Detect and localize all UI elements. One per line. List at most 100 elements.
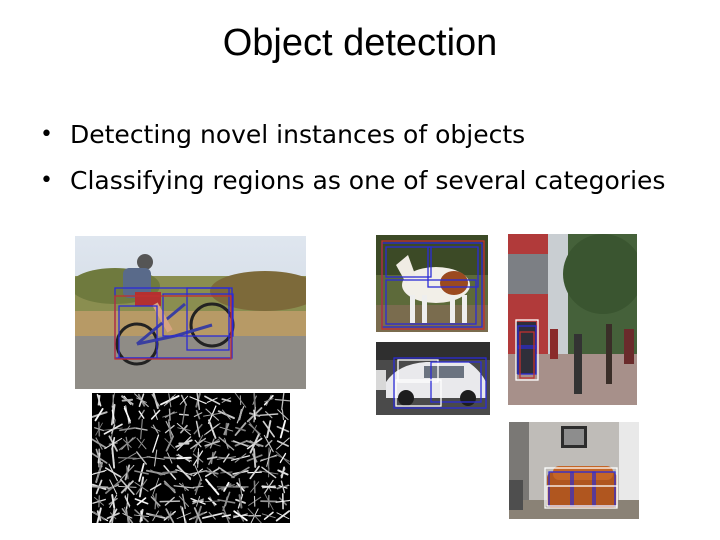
hog-cell-stroke [263,434,274,453]
hog-cell-stroke [259,413,279,417]
hog-cell-stroke [234,453,247,463]
hog-cell-stroke [163,456,177,460]
hog-cell-stroke [95,437,103,450]
hog-cell-stroke [205,478,220,496]
hog-cell-stroke [261,466,277,479]
hog-cell-stroke [189,396,207,405]
bullet-text: Detecting novel instances of objects [70,120,526,149]
hog-cell-stroke [193,463,203,482]
hog-cell-stroke [266,449,272,467]
hog-cell-stroke [277,409,289,421]
bullet-item: • Classifying regions as one of several … [40,158,665,204]
hog-cell-stroke [123,407,131,422]
hog-cell-stroke [218,466,235,479]
hog-cell-stroke [204,440,221,447]
hog-cell-stroke [138,410,145,419]
hog-cell-stroke [148,514,163,518]
hog-cell-stroke [161,469,179,476]
hog-cell-stroke [221,514,232,518]
horse-photo [376,235,488,332]
hog-cell-stroke [150,409,161,420]
bullet-text: Classifying regions as one of several ca… [70,166,666,195]
hog-cell-stroke [94,408,104,422]
hog-cell-stroke [261,485,277,489]
hog-cell-stroke [163,394,176,407]
slide-title: Object detection [222,22,498,64]
hog-cell-stroke [93,470,105,474]
hog-cell-stroke [222,491,231,512]
car-photo [376,342,490,415]
hog-cell-stroke [92,485,109,489]
hog-cell-stroke [133,514,150,517]
hog-cell-stroke [111,393,115,408]
hog-cell-stroke [109,479,118,495]
hog-cell-stroke [124,425,131,433]
hog-cell-stroke [111,494,116,509]
hog-cell-stroke [181,404,187,425]
hog-cell-stroke [179,482,189,491]
bullet-icon: • [40,122,53,147]
hog-cell-stroke [136,497,147,506]
hog-cell-stroke [238,478,243,496]
hog-cell-stroke [232,440,249,447]
hog-cell-stroke [123,439,132,448]
room-photo [509,422,639,519]
hog-cell-stroke [149,483,162,491]
hog-cell-stroke [276,512,290,520]
bullet-item: • Detecting novel instances of objects [40,112,665,158]
hog-cell-stroke [94,427,105,432]
hog-cell-stroke [165,435,174,452]
hog-cell-stroke [121,394,134,406]
hog-cell-stroke [235,426,246,432]
hog-cell-stroke [140,418,143,440]
hog-cell-stroke [150,496,161,507]
hog-cell-stroke [208,511,216,520]
hog-cell-stroke [96,510,102,522]
hog-cell-stroke [134,470,149,475]
hog-cell-stroke [165,513,175,519]
hog-cell-stroke [177,427,191,431]
hog-cell-stroke [178,495,190,507]
hog-cell-stroke [206,456,218,460]
hog-cell-stroke [120,480,134,494]
hog-cell-stroke [168,408,171,421]
hog-cell-stroke [175,454,193,462]
hog-cell-stroke [164,496,175,506]
hog-cell-stroke [203,412,222,417]
hog-cell-stroke [195,420,201,438]
hog-cell-stroke [261,513,276,519]
hog-cell-stroke [262,420,275,438]
hog-cell-stroke [192,485,204,488]
hog-cell-stroke [264,398,274,403]
hog-cell-stroke [108,463,118,482]
hog-cell-stroke [106,512,120,520]
hog-cell-stroke [209,468,216,477]
hog-cell-stroke [190,437,207,450]
hog-cell-stroke [249,423,261,435]
hog-cell-stroke [231,466,250,479]
hog-cell-stroke [164,482,176,492]
hog-cell-stroke [154,449,158,467]
hog-cell-stroke [280,466,286,479]
hog-cell-stroke [151,393,160,407]
hog-cell-stroke [111,424,116,434]
hog-cell-stroke [111,409,115,420]
hog-cell-stroke [206,397,218,403]
hog-cell-stroke [117,456,137,460]
hog-cell-stroke [126,465,129,480]
street-photo [508,234,637,405]
hog-cell-stroke [249,433,260,454]
hog-cell-stroke [218,436,235,451]
hog-cell-stroke [281,393,285,411]
hog-cell-stroke [204,500,220,503]
hog-cell-stroke [138,438,145,449]
hog-cell-stroke [150,469,162,476]
hog-feature-image [92,393,290,523]
hog-cell-stroke [223,423,230,436]
hog-cell-stroke [234,393,247,408]
hog-cell-stroke [221,397,232,403]
bullet-list: • Detecting novel instances of objects •… [40,112,665,204]
bullet-icon: • [40,168,53,193]
hog-cell-stroke [111,437,116,451]
hog-cell-stroke [263,492,274,511]
